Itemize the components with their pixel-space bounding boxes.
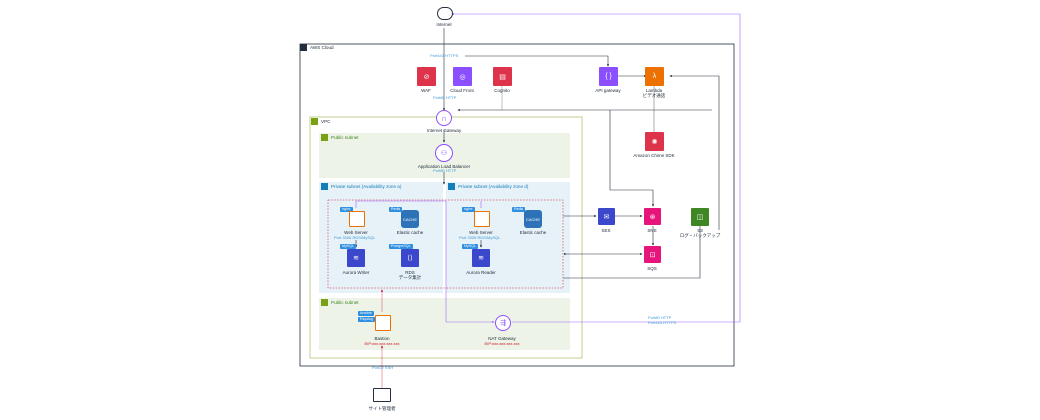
aws-cloud-title: AWS Cloud [310, 45, 334, 50]
port-label-igw-http: Port80 HTTP [433, 95, 457, 100]
mysql-tag-a: MySQL [340, 244, 356, 249]
lambda-icon[interactable]: λ [645, 67, 664, 86]
chime-label: Amazon Chime SDK [633, 153, 675, 158]
private-subnet-d-title: Private subnet (Availability zone d) [458, 184, 529, 189]
vpc-title: VPC [321, 119, 331, 124]
private-subnet-a-title: Private subnet (Availability zone a) [331, 184, 402, 189]
chime-icon[interactable]: ✺ [645, 132, 664, 151]
aurora-writer-label: Aurora Writer [342, 270, 370, 275]
alb-label: Application Load Balancer [417, 164, 471, 169]
web-server-a-label: Web Server [344, 230, 368, 235]
private-subnet-a-area [319, 182, 443, 293]
internet-cloud-icon [437, 7, 453, 20]
web-server-d-icon[interactable] [474, 211, 490, 227]
public-subnet-bottom-icon [321, 299, 328, 306]
postgresql-tag: PostgreSQL [389, 244, 413, 249]
port-label-ssh: Port22 SSH [372, 365, 394, 370]
rds-label: RDS [405, 270, 415, 275]
port-label-web-d: Port 3306 RDS\MySQL [459, 235, 501, 240]
private-subnet-d-icon [448, 183, 455, 190]
port-label-nat-https: Port443 HTTPS [648, 320, 677, 325]
ansible-tag: Ansible [358, 311, 374, 316]
nat-gateway-icon[interactable]: ⇶ [495, 315, 511, 331]
aurora-writer-icon[interactable]: ≋ [347, 249, 365, 267]
s3-sublabel: ログ・バックアップ [679, 233, 721, 238]
private-subnet-d-area [446, 182, 570, 293]
cognito-icon[interactable]: ▤ [493, 67, 512, 86]
nat-gateway-eip: EIP:xxx.xxx.xxx.xxx [484, 341, 520, 346]
cognito-label: Cognito [494, 88, 510, 93]
sqs-label: SQS [647, 266, 657, 271]
aws-cloud-icon [300, 44, 307, 51]
internet-label: Internet [436, 22, 452, 27]
elastic-cache-d-label: Elastic cache [519, 230, 547, 235]
public-subnet-bottom-area [319, 298, 570, 350]
mysql-tag-d: MySQL [462, 244, 478, 249]
rsyslog-tag: Rsyslog [358, 317, 375, 322]
nginx-tag-a: nginx [340, 207, 353, 212]
lambda-sublabel: ビデオ通話 [642, 93, 666, 98]
s3-label: S3 [697, 228, 703, 233]
ses-label: SES [601, 228, 611, 233]
waf-icon[interactable]: ⊘ [417, 67, 436, 86]
rds-icon[interactable]: ⟨⟩ [401, 249, 419, 267]
ses-icon[interactable]: ✉ [598, 208, 615, 225]
redis-tag-d: Redis [512, 207, 526, 212]
waf-label: WAF [421, 88, 431, 93]
bastion-label: Bastion [374, 336, 390, 341]
admin-label: サイト管理者 [368, 406, 396, 411]
public-subnet-top-title: Public subnet [331, 135, 359, 140]
elastic-cache-d-icon[interactable]: CACHE [524, 210, 542, 228]
web-server-d-label: Web Server [469, 230, 493, 235]
nat-gateway-label: NAT Gateway [488, 336, 516, 341]
redis-tag-a: Redis [389, 207, 403, 212]
public-subnet-bottom-title: Public subnet [331, 300, 359, 305]
internet-gateway-icon[interactable]: ∩ [436, 110, 452, 126]
alb-icon[interactable]: ⚇ [435, 144, 453, 162]
bastion-icon[interactable] [375, 315, 391, 331]
lambda-label: Lambda [645, 88, 663, 93]
web-server-a-icon[interactable] [349, 211, 365, 227]
aws-cloud-group [299, 43, 735, 367]
rds-sublabel: データ集計 [398, 275, 422, 280]
port-label-web-a: Port 3306 RDS\MySQL [334, 235, 376, 240]
port-label-alb-http: Port80 HTTP [433, 168, 457, 173]
port-label-api-https: Port443 HTTPS [430, 53, 459, 58]
api-gateway-label: API gateway [595, 88, 621, 93]
s3-icon[interactable]: ◫ [691, 208, 709, 226]
vpc-icon [311, 118, 318, 125]
bastion-eip: EIP:xxx.xxx.xxx.xxx [364, 341, 400, 346]
public-subnet-top-icon [321, 134, 328, 141]
private-subnet-a-icon [321, 183, 328, 190]
sns-icon[interactable]: ⊛ [644, 208, 661, 225]
elastic-cache-a-label: Elastic cache [396, 230, 424, 235]
admin-computer-icon [373, 388, 391, 402]
auto-scaling-group [327, 199, 564, 289]
api-gateway-icon[interactable]: { } [599, 67, 618, 86]
elastic-cache-a-icon[interactable]: CACHE [401, 210, 419, 228]
sqs-icon[interactable]: ⊡ [644, 246, 661, 263]
port-label-nat-http: Port80 HTTP [648, 315, 672, 320]
nginx-tag-d: nginx [462, 207, 475, 212]
cloudfront-icon[interactable]: ◎ [453, 67, 472, 86]
aurora-reader-icon[interactable]: ≋ [472, 249, 490, 267]
cloudfront-label: Cloud Front [450, 88, 474, 93]
aurora-reader-label: Aurora Reader [466, 270, 496, 275]
internet-gateway-label: Internet Gateway [426, 128, 462, 133]
sns-label: SNS [647, 228, 657, 233]
